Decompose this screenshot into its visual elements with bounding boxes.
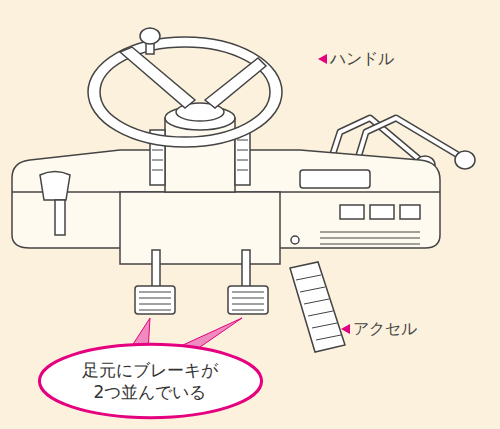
callout-text: 足元にブレーキが 2つ並んでいる (75, 359, 225, 403)
part-label: アクセル (353, 319, 417, 338)
part-label: ハンドル (330, 49, 394, 68)
accelerator-pedal (290, 262, 345, 352)
label-pointers (318, 54, 350, 334)
brake-pedals (135, 250, 268, 314)
steering-wheel (88, 28, 282, 147)
steering-column (150, 103, 250, 192)
callout-bubble: 足元にブレーキが 2つ並んでいる (36, 342, 265, 420)
bubble-outline (36, 342, 265, 420)
